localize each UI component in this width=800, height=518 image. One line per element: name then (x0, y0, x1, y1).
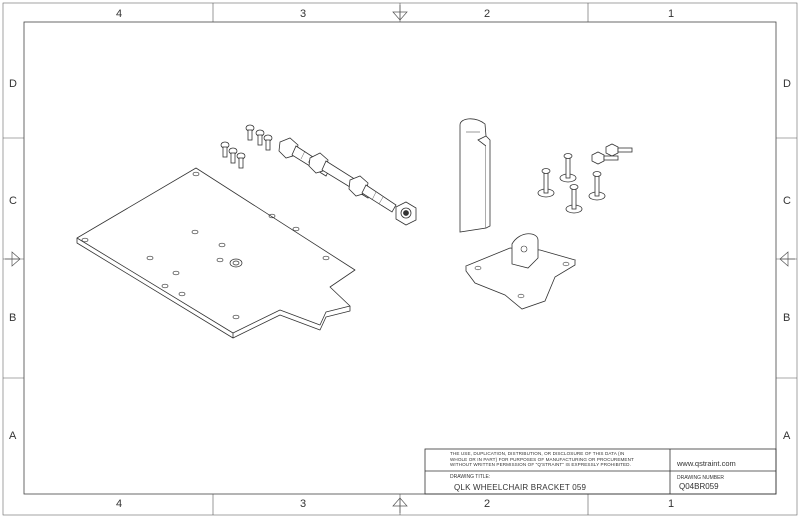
zone-col-4-top: 4 (116, 8, 123, 20)
zone-row-d-left: D (9, 78, 17, 90)
zone-row-b-right: B (783, 312, 791, 324)
zone-col-3-bottom: 3 (300, 498, 307, 510)
long-bolt (308, 152, 397, 213)
drawing-number: Q04BR059 (679, 482, 719, 491)
zone-col-2-bottom: 2 (484, 498, 491, 510)
mounting-plate (76, 167, 356, 339)
zone-row-d-right: D (783, 78, 791, 90)
zone-row-a-right: A (783, 430, 791, 442)
zone-ticks (3, 3, 797, 515)
zone-row-b-left: B (9, 312, 17, 324)
cross-bracket (465, 233, 576, 310)
title-block (424, 448, 777, 495)
website-text: www.qstraint.com (677, 459, 736, 468)
legal-notice: THE USE, DUPLICATION, DISTRIBUTION, OR D… (450, 451, 634, 468)
hex-nut (395, 201, 417, 226)
zone-col-4-bottom: 4 (116, 498, 123, 510)
zone-col-1-top: 1 (668, 8, 675, 20)
zone-col-3-top: 3 (300, 8, 307, 20)
drawing-title-label: DRAWING TITLE: (450, 474, 491, 480)
drawing-number-label: DRAWING NUMBER (677, 475, 725, 481)
bracket-arm (459, 118, 491, 233)
zone-col-1-bottom: 1 (668, 498, 675, 510)
zone-row-c-left: C (9, 195, 17, 207)
zone-row-c-right: C (783, 195, 791, 207)
small-bolts (220, 124, 273, 169)
drawing-title: QLK WHEELCHAIR BRACKET 059 (454, 483, 587, 492)
mounting-bolts (537, 143, 633, 214)
inner-border (23, 21, 777, 495)
zone-col-2-top: 2 (484, 8, 491, 20)
zone-row-a-left: A (9, 430, 17, 442)
centering-arrows (5, 5, 795, 513)
